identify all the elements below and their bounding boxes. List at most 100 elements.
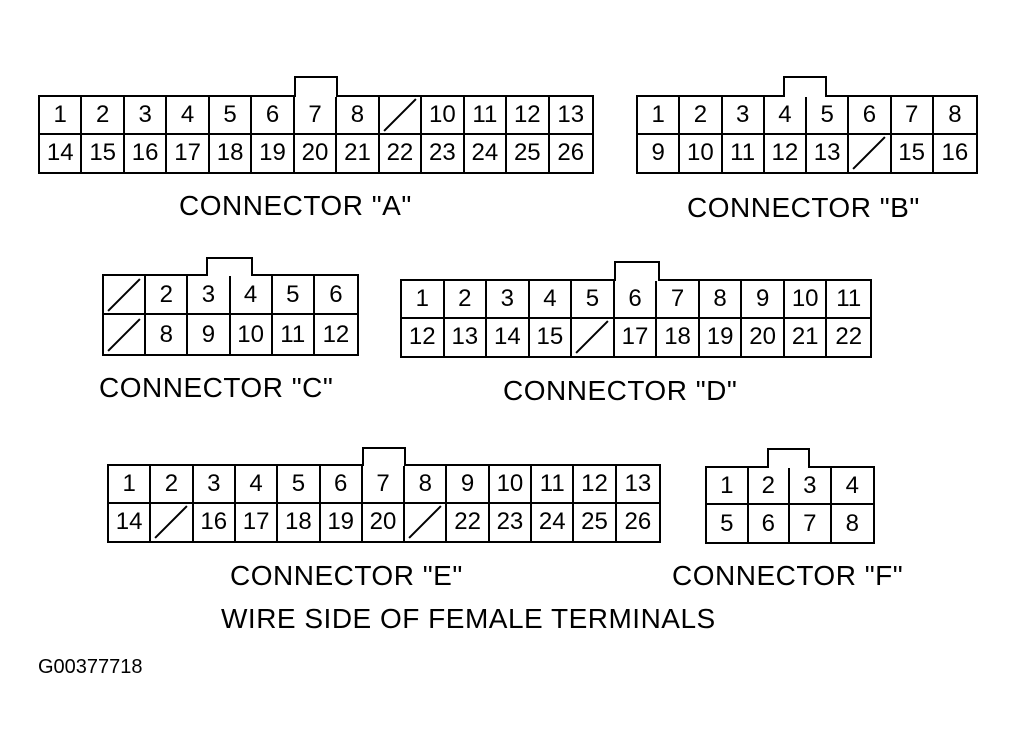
- terminal-pin: 4: [529, 281, 573, 319]
- terminal-pin: 5: [807, 97, 850, 135]
- terminal-pin: 17: [167, 134, 210, 172]
- terminal-pin: 12: [507, 97, 550, 135]
- terminal-pin: 9: [638, 134, 681, 172]
- terminal-pin: 3: [790, 468, 832, 505]
- terminal-pin: 10: [680, 134, 723, 172]
- terminal-pin: 20: [742, 318, 785, 356]
- connector-e-label: CONNECTOR "E": [230, 560, 463, 591]
- terminal-pin: 12: [574, 466, 617, 504]
- empty-cavity: [849, 134, 892, 172]
- terminal-pin: 10: [231, 315, 273, 354]
- empty-cavity: [151, 503, 194, 541]
- connector-c-label: CONNECTOR "C": [99, 372, 334, 403]
- terminal-pin: 19: [321, 503, 363, 541]
- terminal-pin: 10: [784, 281, 828, 319]
- terminal-pin: 7: [362, 466, 406, 504]
- terminal-pin: 7: [657, 281, 700, 319]
- terminal-pin: 5: [209, 97, 253, 135]
- empty-cavity: [405, 503, 448, 541]
- terminal-pin: 7: [790, 505, 832, 542]
- terminal-pin: 9: [742, 281, 785, 319]
- empty-cavity: [104, 276, 147, 315]
- terminal-pin: 1: [707, 468, 749, 505]
- terminal-pin: 18: [210, 134, 253, 172]
- terminal-pin: 4: [235, 466, 279, 504]
- terminal-pin: 2: [444, 281, 488, 319]
- terminal-pin: 17: [236, 503, 279, 541]
- terminal-pin: 11: [723, 134, 765, 172]
- terminal-pin: 2: [748, 468, 790, 505]
- terminal-pin: 16: [194, 503, 236, 541]
- connector-c-lock-tab: [206, 257, 253, 276]
- terminal-pin: 13: [549, 97, 592, 135]
- connector-b-lock-tab: [783, 76, 827, 97]
- terminal-pin: 24: [532, 503, 575, 541]
- terminal-pin: 22: [835, 323, 863, 351]
- terminal-pin: 26: [624, 508, 652, 536]
- terminal-pin: 7: [891, 97, 934, 135]
- connector-d-lock-tab: [614, 261, 660, 281]
- terminal-pin: 7: [294, 97, 338, 135]
- terminal-pin: 3: [124, 97, 168, 135]
- terminal-pin: 3: [487, 281, 530, 319]
- terminal-pin: 21: [785, 318, 828, 356]
- terminal-pin: 1: [109, 466, 152, 504]
- terminal-pin: 15: [892, 134, 934, 172]
- terminal-pin: 2: [680, 97, 723, 135]
- terminal-pin: 20: [295, 134, 338, 172]
- terminal-pin: 1: [402, 281, 445, 319]
- terminal-pin: 10: [422, 97, 465, 135]
- terminal-pin: 8: [405, 466, 448, 504]
- terminal-pin: 3: [188, 276, 231, 315]
- figure-code: G00377718: [38, 656, 143, 678]
- terminal-pin: 22: [380, 134, 423, 172]
- terminal-pin: 26: [557, 139, 585, 167]
- connector-f-lock-tab: [767, 448, 810, 468]
- terminal-pin: 8: [337, 97, 380, 135]
- terminal-pin: 4: [230, 276, 273, 315]
- terminal-pin: 14: [40, 134, 83, 172]
- terminal-pin: 16: [125, 134, 168, 172]
- terminal-pin: 19: [252, 134, 295, 172]
- terminal-pin: 3: [722, 97, 765, 135]
- connector-d-label: CONNECTOR "D": [503, 375, 738, 406]
- terminal-pin: 4: [831, 468, 873, 505]
- terminal-pin: 6: [252, 97, 295, 135]
- terminal-pin: 14: [487, 318, 530, 356]
- terminal-pin: 2: [151, 466, 194, 504]
- terminal-pin: 16: [941, 139, 969, 167]
- terminal-pin: 23: [422, 134, 465, 172]
- terminal-pin: 25: [507, 134, 550, 172]
- terminal-pin: 15: [82, 134, 125, 172]
- empty-cavity: [104, 315, 147, 354]
- terminal-pin: 6: [320, 466, 363, 504]
- terminal-pin: 6: [749, 505, 790, 542]
- terminal-pin: 24: [465, 134, 508, 172]
- terminal-pin: 4: [167, 97, 210, 135]
- terminal-pin: 6: [849, 97, 892, 135]
- terminal-pin: 6: [314, 276, 357, 315]
- terminal-pin: 8: [845, 509, 859, 537]
- connector-a-label: CONNECTOR "A": [179, 190, 412, 221]
- terminal-pin: 1: [638, 97, 681, 135]
- terminal-pin: 17: [615, 318, 658, 356]
- terminal-pin: 23: [490, 503, 533, 541]
- terminal-pin: 9: [188, 315, 231, 354]
- terminal-pin: 6: [614, 281, 658, 319]
- terminal-pin: 10: [489, 466, 533, 504]
- terminal-pin: 5: [572, 281, 615, 319]
- terminal-pin: 11: [464, 97, 508, 135]
- terminal-pin: 11: [273, 315, 315, 354]
- terminal-pin: 8: [933, 97, 976, 135]
- terminal-pin: 18: [657, 318, 700, 356]
- terminal-pin: 4: [764, 97, 807, 135]
- terminal-pin: 11: [532, 466, 575, 504]
- connector-b-label: CONNECTOR "B": [687, 192, 920, 223]
- terminal-pin: 11: [827, 281, 870, 319]
- terminal-pin: 12: [322, 320, 350, 348]
